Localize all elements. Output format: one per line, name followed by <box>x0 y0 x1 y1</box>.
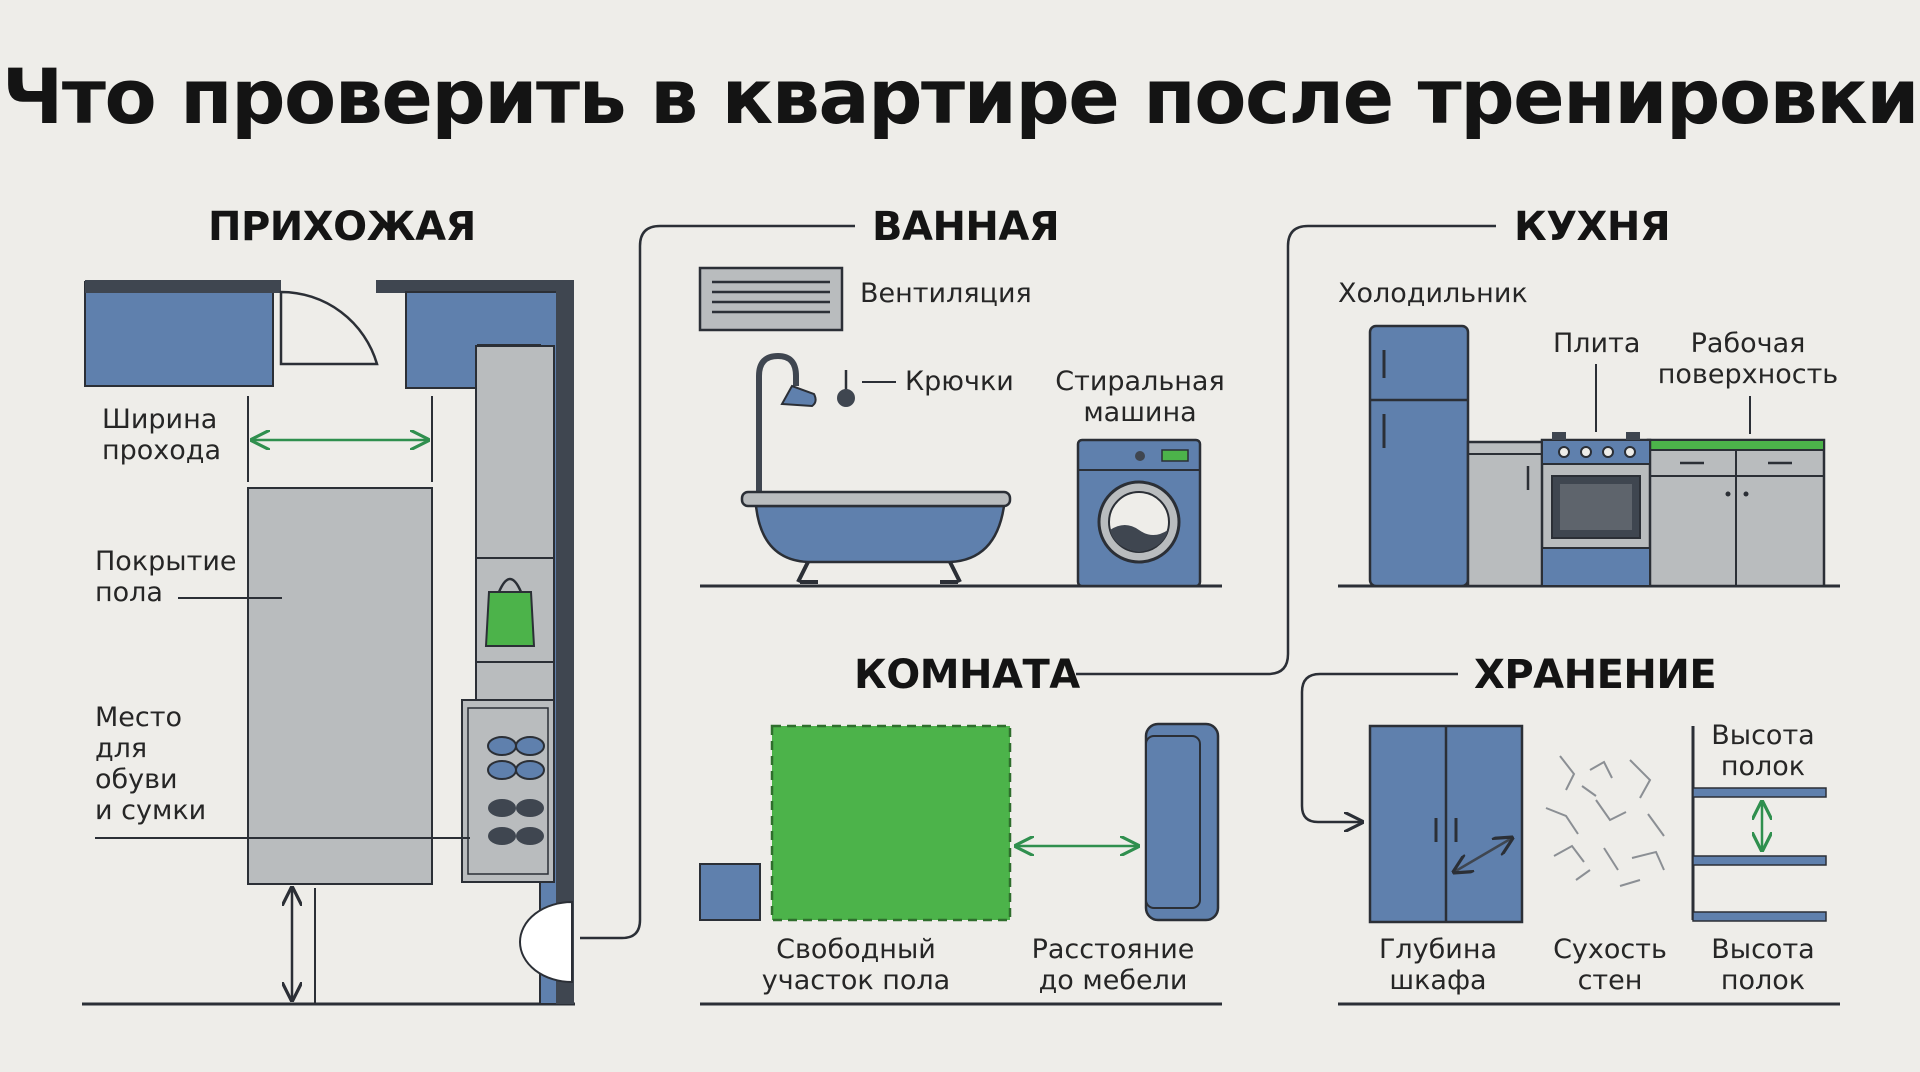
label-passage-width: Ширина прохода <box>102 404 222 466</box>
section-title-kitchen: КУХНЯ <box>1514 204 1671 250</box>
bag-handle <box>497 577 523 593</box>
hallway-rug <box>247 487 433 885</box>
hallway-door-swing <box>279 290 379 366</box>
room-cube <box>699 863 761 921</box>
hook-icon <box>837 370 896 407</box>
cabinet-icon <box>1368 724 1524 924</box>
label-distance-to-furniture: Расстояние до мебели <box>1031 934 1195 996</box>
section-title-hallway: ПРИХОЖАЯ <box>208 204 476 250</box>
hallway-outer-wall <box>556 280 574 1004</box>
wall-crack-icon <box>1545 755 1665 887</box>
hallway-wall-cap-right <box>376 280 572 293</box>
shoe-rack <box>461 699 555 883</box>
section-connectors <box>580 224 1496 940</box>
connector-storage-cabinet <box>1300 672 1458 822</box>
label-shelf-height-top: Высота полок <box>1711 720 1815 782</box>
section-title-bathroom: ВАННАЯ <box>872 204 1060 250</box>
label-washing-machine: Стиральная машина <box>1055 366 1225 428</box>
label-free-floor-area: Свободный участок пола <box>761 934 951 996</box>
page-title: Что проверить в квартире после тренировк… <box>2 52 1919 141</box>
kitchen-scene <box>1338 324 1840 588</box>
label-shelf-height-bottom: Высота полок <box>1711 934 1815 996</box>
shoes-icon <box>487 736 545 845</box>
bag-icon <box>484 591 536 647</box>
hallway-wall-cap-left <box>85 280 281 293</box>
stove-icon <box>1540 364 1652 588</box>
bathroom-scene <box>698 266 1222 588</box>
fridge-icon <box>1368 324 1470 588</box>
connector-hallway-bathroom <box>580 224 855 940</box>
label-ventilation: Вентиляция <box>860 278 1032 309</box>
bathtub-icon <box>740 490 1012 584</box>
label-cabinet-depth: Глубина шкафа <box>1378 934 1498 996</box>
label-floor-covering: Покрытие пола <box>95 546 237 608</box>
hallway-plan <box>82 280 575 1006</box>
label-hooks: Крючки <box>905 366 1014 397</box>
hallway-exit-door <box>519 900 573 984</box>
shelves-icon <box>1691 726 1827 922</box>
shower-icon <box>756 352 817 492</box>
label-fridge: Холодильник <box>1338 278 1528 309</box>
label-wall-dryness: Сухость стен <box>1553 934 1667 996</box>
cabinet-depth-arrow <box>1454 838 1512 872</box>
free-floor-area <box>770 724 1012 922</box>
section-title-storage: ХРАНЕНИЕ <box>1474 652 1717 698</box>
hallway-wall-left <box>84 281 274 387</box>
sofa-icon <box>1144 722 1220 922</box>
room-scene <box>699 722 1222 1006</box>
vent-icon <box>698 266 844 332</box>
connector-room-kitchen <box>1076 224 1496 676</box>
label-stove: Плита <box>1553 328 1641 359</box>
washing-machine-icon <box>1076 438 1202 588</box>
label-shoes-bag-place: Место для обуви и сумки <box>95 702 207 826</box>
label-work-surface: Рабочая поверхность <box>1657 328 1839 390</box>
storage-scene <box>1338 724 1840 1006</box>
section-title-room: КОМНАТА <box>854 652 1080 698</box>
